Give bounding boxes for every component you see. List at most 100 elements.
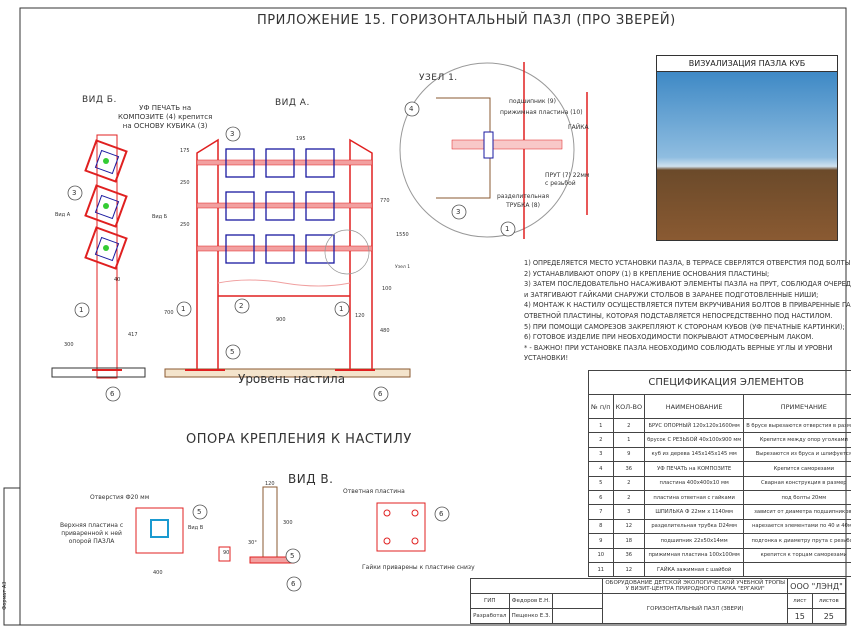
callout-1: 1 (181, 305, 186, 313)
header-cell: ПРИМЕЧАНИЕ (743, 394, 851, 419)
spec-cell: крепится к торцам саморезами (743, 547, 851, 563)
view-b-drawing (51, 134, 146, 379)
dim-700: 700 (164, 310, 174, 316)
spec-cell: пластина 400х400х10 мм (644, 475, 745, 491)
view-a-arrow-label: Вид А (55, 212, 71, 218)
gip-name: Федоров Е.Н. (508, 593, 554, 609)
spec-cell: 12 (612, 518, 646, 535)
sheets-count: 25 (811, 608, 847, 624)
dim-100: 100 (382, 286, 392, 292)
visualization-image: ВИЗУАЛИЗАЦИЯ ПАЗЛА КУБ (656, 55, 838, 241)
spec-cell: В брусе вырезаются отверстия в размеры (743, 417, 851, 434)
spec-cell: 2 (612, 417, 646, 434)
step: ОТВЕТНОЙ ПЛАСТИНЫ, КОТОРАЯ ПОДСТАВЛЯЕТСЯ… (524, 311, 833, 320)
bearing-label: подшипник (9) (509, 98, 556, 105)
side-stamp (3, 487, 21, 626)
nut-label: ГАЙКА (568, 124, 589, 131)
header-cell: КОЛ-ВО (612, 394, 646, 419)
sheet-frame (19, 7, 847, 626)
dim-250a: 250 (180, 180, 190, 186)
sheet-name: ГОРИЗОНТАЛЬНЫЙ ПАЗЛ (ЗВЕРИ) (602, 593, 789, 624)
spec-cell: Сварная конструкция в размер (743, 475, 851, 491)
dim-angle-30: 30° (248, 540, 257, 546)
spec-cell: прижимная пластина 100х100мм (644, 547, 745, 563)
spec-cell: 8 (588, 518, 614, 535)
view-a-drawing (92, 138, 411, 378)
gip-label: ГИП (470, 593, 510, 609)
step: 5) ПРИ ПОМОЩИ САМОРЕЗОВ ЗАКРЕПЛЯЮТ К СТО… (524, 322, 845, 331)
view-b-label: ВИД Б. (82, 95, 117, 105)
spec-cell (743, 561, 851, 578)
dim-1550: 1550 (396, 232, 409, 238)
step: 4) МОНТАЖ К НАСТИЛУ ОСУЩЕСТВЛЯЕТСЯ ПУТЕМ… (524, 301, 851, 310)
node-1-label: УЗЕЛ 1. (419, 73, 458, 83)
spec-cell: 2 (612, 489, 646, 506)
spec-cell: 36 (612, 547, 646, 563)
spec-cell: подшипник 22х50х14мм (644, 533, 745, 549)
spec-cell: 10 (588, 547, 614, 563)
spec-cell: 7 (588, 504, 614, 520)
spec-cell: 11 (588, 561, 614, 578)
spec-cell: ШПИЛЬКА Ф 22мм х 1140мм (644, 504, 745, 520)
callout-1: 1 (339, 305, 344, 313)
spec-cell: 6 (588, 489, 614, 506)
spec-cell: 4 (588, 461, 614, 477)
spec-cell: Крепится между опор уголками (743, 432, 851, 448)
spec-cell: под болты 20мм (743, 489, 851, 506)
dim-900: 900 (276, 317, 286, 323)
spec-cell: зависит от диаметра подшипников! (743, 504, 851, 520)
callout-2: 2 (239, 302, 244, 310)
title-block: ОБОРУДОВАНИЕ ДЕТСКОЙ ЭКОЛОГИЧЕСКОЙ УЧЕБН… (469, 578, 847, 624)
callout-3: 3 (230, 130, 235, 138)
callout-5: 5 (197, 508, 202, 516)
step: 6) ГОТОВОЕ ИЗДЕЛИЕ ПРИ НЕОБХОДИМОСТИ ПОК… (524, 333, 814, 342)
deck-level-label: Уровень настила (238, 372, 346, 386)
callout-6: 6 (110, 390, 115, 398)
visualization-caption: ВИЗУАЛИЗАЦИЯ ПАЗЛА КУБ (657, 56, 837, 72)
dim-480: 480 (380, 328, 390, 334)
dim-40: 40 (114, 277, 121, 283)
dim-300: 300 (64, 342, 74, 348)
assembly-steps: 1) ОПРЕДЕЛЯЕТСЯ МЕСТО УСТАНОВКИ ПАЗЛА, В… (524, 258, 851, 364)
spec-cell: Крепится саморезами (743, 461, 851, 477)
view-a-label: ВИД А. (275, 98, 310, 108)
dim-120b: 120 (265, 481, 275, 487)
step: 2) УСТАНАВЛИВАЮТ ОПОРУ (1) В КРЕПЛЕНИЕ О… (524, 269, 770, 278)
spec-cell: 1 (588, 417, 614, 434)
spec-cell: 2 (588, 432, 614, 448)
dim-120: 120 (355, 313, 365, 319)
spec-cell: нарезается элементами по 40 и 40мм (743, 518, 851, 535)
dim-300b: 300 (283, 520, 293, 526)
page-title: ПРИЛОЖЕНИЕ 15. ГОРИЗОНТАЛЬНЫЙ ПАЗЛ (ПРО … (257, 13, 676, 28)
dim-770: 770 (380, 198, 390, 204)
project-name: ОБОРУДОВАНИЕ ДЕТСКОЙ ЭКОЛОГИЧЕСКОЙ УЧЕБН… (602, 578, 789, 594)
nuts-welded-label: Гайки приварены к пластине снизу (362, 564, 475, 571)
important-note: УСТАНОВКИ! (524, 354, 569, 363)
developer-label: Разработал (470, 608, 510, 624)
step: 3) ЗАТЕМ ПОСЛЕДОВАТЕЛЬНО НАСАЖИВАЮТ ЭЛЕМ… (524, 280, 851, 289)
callout-5: 5 (230, 348, 235, 356)
spec-title: СПЕЦИФИКАЦИЯ ЭЛЕМЕНТОВ (587, 370, 851, 395)
spec-cell: 5 (588, 475, 614, 491)
view-b-arrow-label: Вид Б (152, 214, 168, 220)
spec-cell: 3 (588, 446, 614, 463)
view-v-arrow-label: Вид В (188, 525, 204, 531)
support-title: ОПОРА КРЕПЛЕНИЯ К НАСТИЛУ (186, 432, 412, 447)
spec-cell: разделительная трубка D24мм (644, 518, 745, 535)
sheet-number: 15 (787, 608, 813, 624)
holes-label: Отверстия Ф20 мм (90, 494, 150, 501)
sheets-label: листов (811, 593, 847, 609)
node-ref-label: Узел 1 (395, 265, 411, 270)
